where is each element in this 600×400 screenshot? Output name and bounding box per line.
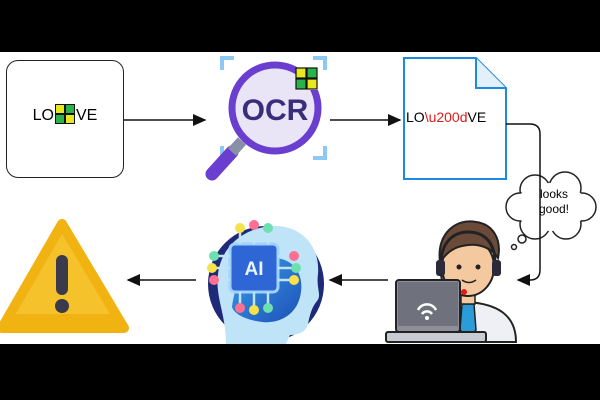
thought-bubble-text: looks good! xyxy=(526,187,582,217)
thought-bubble-line-2: good! xyxy=(538,202,570,216)
document-text-prefix: LO xyxy=(406,109,425,125)
input-text-box: LO VE xyxy=(6,60,124,178)
document-text-escape: \u200d xyxy=(424,109,468,125)
input-text-suffix: VE xyxy=(76,107,98,124)
diagram-canvas: OCR xyxy=(0,52,600,344)
warning-icon xyxy=(0,219,129,333)
input-text: LO VE xyxy=(7,103,123,125)
diagram-graphics: OCR xyxy=(0,56,597,344)
arrow-document-to-reviewer xyxy=(506,123,541,286)
thought-bubble-line-1: looks xyxy=(539,187,568,201)
document-icon xyxy=(403,57,507,180)
document-text-suffix: VE xyxy=(467,109,487,125)
ai-label: AI xyxy=(245,259,264,280)
reviewer-person-icon xyxy=(385,220,518,343)
ocr-magnifier-icon xyxy=(205,56,327,181)
hidden-character-glyph-icon xyxy=(55,103,75,124)
document-text: LO\u200dVE xyxy=(406,109,486,125)
ocr-label: OCR xyxy=(242,94,309,127)
input-text-prefix: LO xyxy=(32,107,54,124)
thought-bubble xyxy=(505,171,597,251)
ai-brain-icon xyxy=(207,220,324,344)
